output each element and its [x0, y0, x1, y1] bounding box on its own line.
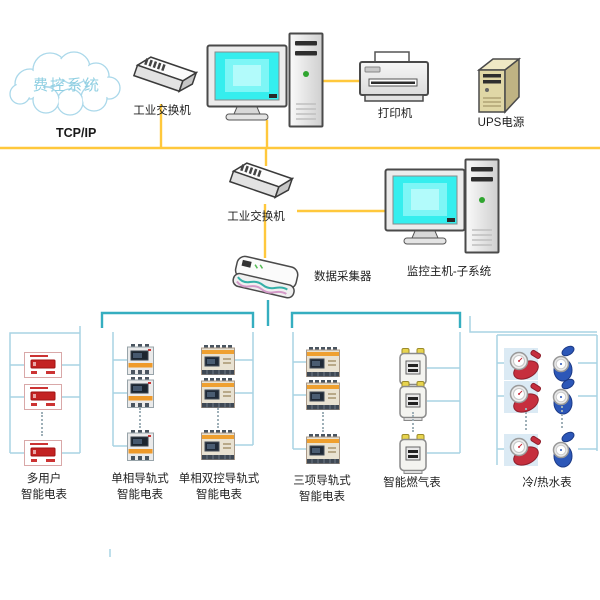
group-label-line1: 多用户: [26, 473, 62, 485]
ellipsis-dots: [412, 412, 414, 432]
cloud-shape: [9, 51, 121, 116]
group-label-line1: 三项导轨式: [293, 475, 351, 487]
group-label-line2: 智能电表: [21, 489, 67, 501]
single-phase-rail-meter: [127, 377, 154, 408]
hot-water-meter: [506, 346, 542, 382]
three-phase-rail-meter: [306, 380, 340, 410]
monitor-host-label: 监控主机-子系统: [406, 266, 492, 278]
group-label-line1: 单相导轨式: [111, 473, 169, 485]
dual-control-rail-meter: [201, 378, 235, 408]
gas-meter: [399, 434, 427, 474]
hot-water-meter: [506, 432, 542, 468]
multi-user-meter: [24, 352, 62, 378]
industrial-switch-mid-label: 工业交换机: [227, 211, 285, 223]
printer: [356, 50, 432, 108]
single-phase-rail-meter: [127, 430, 154, 461]
group-label-line1: 单相双控导轨式: [178, 473, 260, 485]
group-label-gas: 智能燃气表: [361, 475, 463, 491]
group-label-line2: 智能电表: [117, 489, 163, 501]
three-phase-rail-meter: [306, 347, 340, 377]
tcpip-label: TCP/IP: [56, 126, 97, 140]
printer-label: 打印机: [377, 108, 413, 120]
fee-control-cloud: 费控系统: [6, 44, 128, 120]
group-label-single-phase: 单相导轨式 智能电表: [93, 471, 187, 503]
group-label-line2: 智能电表: [299, 491, 345, 503]
group-label-line1: 智能燃气表: [383, 477, 441, 489]
cold-water-meter: [548, 377, 578, 415]
group-label-water: 冷/热水表: [496, 475, 598, 491]
ellipsis-dots: [525, 408, 527, 430]
group-label-line2: 智能电表: [196, 489, 242, 501]
monitor-host-monitor: [384, 168, 466, 248]
three-phase-rail-meter: [306, 434, 340, 464]
dual-control-rail-meter: [201, 430, 235, 460]
ellipsis-dots: [322, 412, 324, 432]
data-collector-label: 数据采集器: [314, 271, 372, 283]
cold-water-meter: [548, 430, 578, 468]
group-label-multi-user: 多用户 智能电表: [2, 471, 86, 503]
data-collector: [226, 254, 310, 306]
ellipsis-dots: [139, 408, 141, 428]
multi-user-meter: [24, 440, 62, 466]
group-label-line1: 冷/热水表: [522, 477, 572, 489]
ellipsis-dots: [217, 408, 219, 428]
group-label-three-phase: 三项导轨式 智能电表: [271, 473, 373, 505]
industrial-switch-top-label: 工业交换机: [133, 105, 191, 117]
ellipsis-dots: [561, 406, 563, 428]
ups: [474, 52, 526, 116]
ups-label: UPS电源: [477, 117, 525, 129]
single-phase-rail-meter: [127, 344, 154, 375]
ellipsis-dots: [41, 412, 43, 436]
workstation-tower: [288, 32, 324, 128]
dual-control-rail-meter: [201, 345, 235, 375]
group-label-dual-control: 单相双控导轨式 智能电表: [163, 471, 275, 503]
multi-user-meter: [24, 384, 62, 410]
workstation-monitor: [206, 44, 288, 124]
cloud-label: 费控系统: [32, 77, 101, 94]
hot-water-meter: [506, 379, 542, 415]
monitor-host-tower: [464, 158, 500, 254]
